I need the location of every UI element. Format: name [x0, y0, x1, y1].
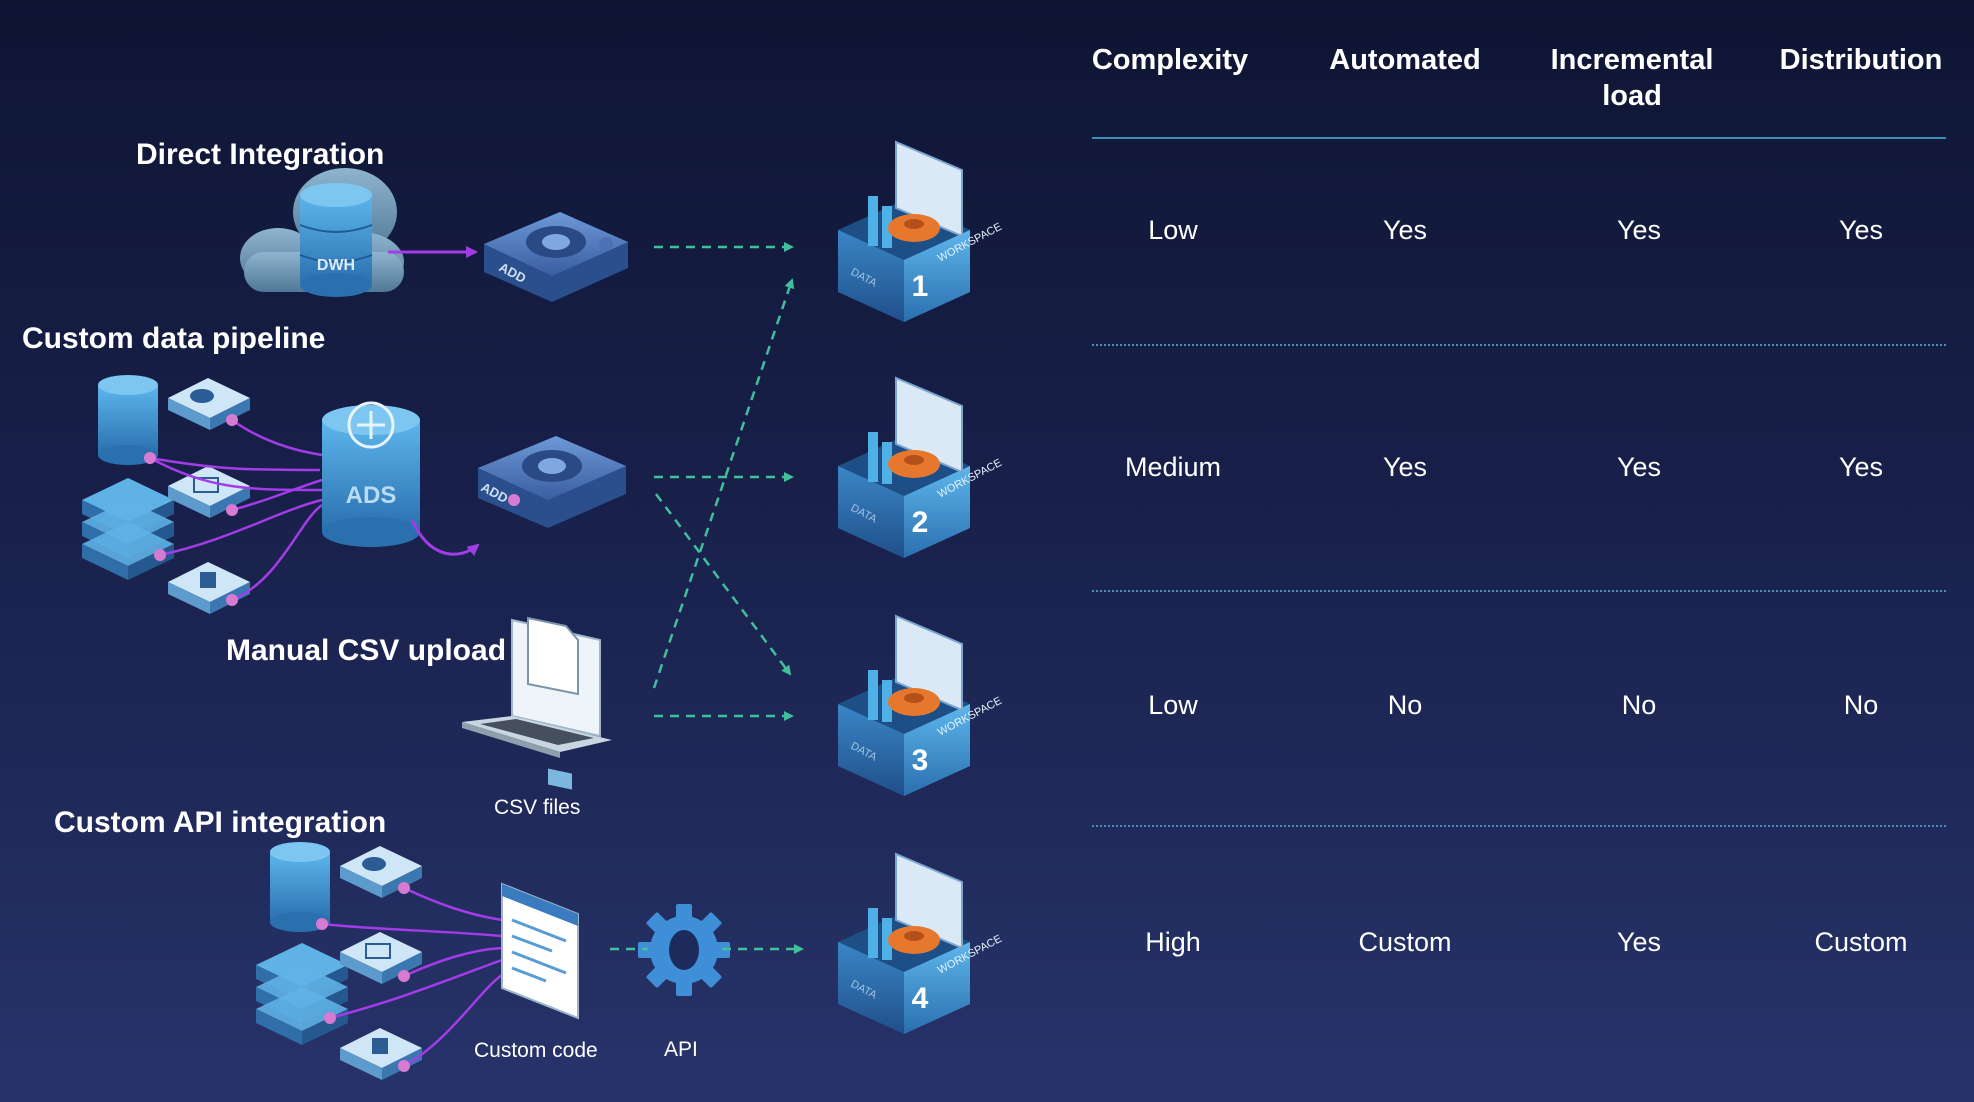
add-gear-box-icon-1	[484, 212, 628, 302]
workspace-box-icon-3	[838, 614, 970, 796]
dwh-label: DWH	[317, 257, 355, 274]
arrow-pipeline-to-ws3	[654, 493, 792, 676]
row4-complexity: High	[1145, 927, 1201, 957]
row2-distribution: Yes	[1838, 452, 1884, 482]
row4-incremental: Yes	[1616, 927, 1662, 957]
api-caption: API	[664, 1038, 698, 1061]
api-connectors	[321, 886, 503, 1068]
custom-code-window-icon	[501, 882, 579, 1020]
row2-incremental: Yes	[1616, 452, 1662, 482]
pipeline-connectors	[149, 418, 323, 602]
row3-distribution: No	[1843, 690, 1879, 720]
ads-label: ADS	[346, 482, 397, 509]
server-stack-icon	[82, 478, 174, 580]
add-gear-box-icon-2	[478, 436, 626, 528]
workspace-1-number: 1	[912, 270, 929, 303]
custom-api-integration-label: Custom API integration	[54, 806, 387, 839]
row3-incremental: No	[1621, 690, 1657, 720]
api-connector-dots	[316, 882, 410, 1072]
row-divider-1	[1092, 344, 1946, 346]
api-server-stack-icon	[256, 943, 348, 1045]
header-automated: Automated	[1329, 44, 1481, 76]
flow-arrows	[610, 242, 804, 954]
csv-file-icon	[527, 616, 579, 790]
header-divider	[1092, 137, 1946, 139]
csv-files-caption: CSV files	[494, 796, 581, 819]
manual-csv-upload-label: Manual CSV upload	[226, 634, 507, 667]
row2-complexity: Medium	[1124, 452, 1222, 482]
row1-automated: Yes	[1382, 215, 1428, 245]
row1-incremental: Yes	[1616, 215, 1662, 245]
workspace-box-icon-4	[838, 852, 970, 1034]
row4-automated: Custom	[1358, 927, 1452, 957]
workspace-box-icon-1	[838, 140, 970, 322]
custom-code-caption: Custom code	[474, 1039, 598, 1062]
header-complexity: Complexity	[1091, 44, 1249, 76]
row1-complexity: Low	[1148, 215, 1198, 245]
ads-to-add-arrow	[410, 519, 480, 557]
row2-automated: Yes	[1382, 452, 1428, 482]
arrow-csv-to-ws1	[652, 278, 795, 689]
header-distribution: Distribution	[1779, 44, 1943, 76]
workspace-3-number: 3	[912, 744, 929, 777]
row-divider-3	[1092, 825, 1946, 827]
ads-database-icon	[322, 401, 420, 547]
row3-automated: No	[1387, 690, 1423, 720]
source-database-icon	[98, 375, 158, 465]
api-cloud-tile-icon	[340, 846, 422, 898]
dwh-database-icon	[299, 183, 373, 297]
row3-complexity: Low	[1148, 690, 1198, 720]
row-divider-2	[1092, 590, 1946, 592]
file-tile-icon	[168, 562, 250, 614]
header-incremental-load: Incremental load	[1550, 44, 1714, 112]
workspace-4-number: 4	[912, 982, 929, 1015]
workspace-box-icon-2	[838, 376, 970, 558]
workspace-2-number: 2	[912, 506, 929, 539]
api-gear-icon	[638, 904, 730, 996]
api-mail-tile-icon	[340, 932, 422, 984]
api-file-tile-icon	[340, 1028, 422, 1080]
direct-integration-label: Direct Integration	[136, 138, 385, 171]
api-source-database-icon	[270, 842, 330, 932]
row1-distribution: Yes	[1838, 215, 1884, 245]
cloud-tile-icon	[168, 378, 250, 430]
csv-file-label: CSV	[550, 656, 571, 667]
custom-data-pipeline-label: Custom data pipeline	[22, 322, 326, 355]
pipeline-connector-dots	[144, 414, 238, 606]
row4-distribution: Custom	[1814, 927, 1908, 957]
